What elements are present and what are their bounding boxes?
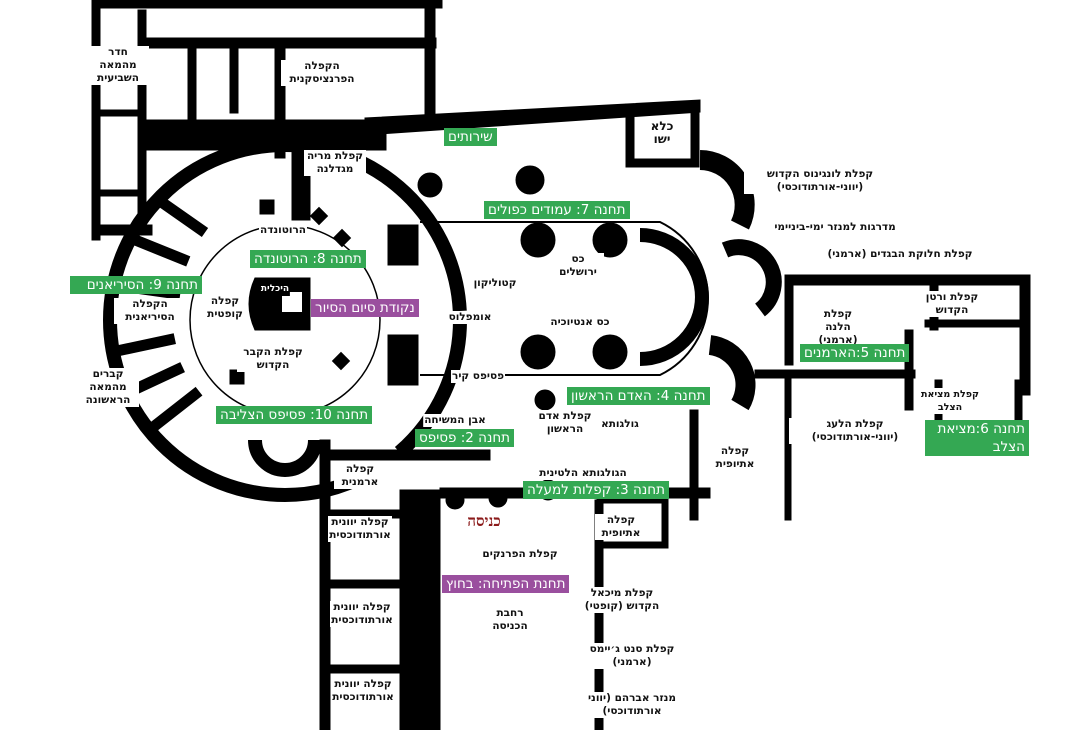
wall <box>145 37 437 49</box>
label-golgotha: גולגותא <box>600 418 640 431</box>
wall <box>91 0 101 241</box>
label-greek-orthodox-chapel-2: קפלה יוונית אורתודוכסית <box>330 601 394 627</box>
pillar <box>259 199 275 215</box>
entrance-label: כניסה <box>467 512 501 530</box>
pillar <box>387 334 419 386</box>
wall <box>91 109 143 117</box>
pillar <box>417 172 443 198</box>
label-7th-century-room: חדר מהמאה השביעית <box>87 46 149 85</box>
label-rotunda: הרוטונדה <box>258 224 308 237</box>
pillar <box>520 334 556 370</box>
wall <box>329 579 411 589</box>
wall <box>91 0 443 9</box>
label-omphalos: אומפלוס <box>447 311 493 324</box>
pillar <box>445 490 465 510</box>
label-first-century-tombs: קברים מהמאה הראשונה <box>77 368 139 407</box>
wall <box>91 224 153 236</box>
label-prison-of-christ: כלא ישו <box>643 120 681 146</box>
chapel-wall <box>699 150 755 230</box>
label-mary-magdalene-chapel: קפלת מריה מגדלנה <box>304 150 366 176</box>
toilets-tag[interactable]: שירותים <box>444 128 497 146</box>
wall <box>274 47 286 159</box>
label-armenian-chapel: קפלה ארמנית <box>334 463 386 489</box>
chapel-wall <box>708 335 756 411</box>
label-ethiopian-chapel-2: קפלה אתיופית <box>595 514 647 540</box>
wall <box>91 189 143 197</box>
wall <box>1014 379 1023 426</box>
label-entrance-plaza: רחבת הכניסה <box>484 607 536 633</box>
station-8[interactable]: תחנה 8: הרוטונדה <box>250 250 366 268</box>
pillar <box>520 222 556 258</box>
label-latin-golgotha: הגולגותא הלטינית <box>538 467 628 480</box>
station-3[interactable]: תחנה 3: קפלות למעלה <box>523 481 669 499</box>
wall <box>364 99 701 136</box>
label-helena-chapel: קפלת הלנה (ארמני) <box>812 308 864 347</box>
station-10[interactable]: תחנה 10: פסיפס הצליבה <box>216 406 373 424</box>
label-stone-of-anointing: אבן המשיחה <box>423 414 487 427</box>
wall <box>424 0 436 126</box>
label-jerusalem-throne: כס ירושלים <box>552 253 604 279</box>
label-division-of-robes-chapel: קפלת חלוקת הבגדים (ארמני) <box>826 248 974 261</box>
wall <box>137 9 147 231</box>
wall <box>754 369 916 379</box>
label-stairs-to-monastery: מדרגות למנזר ימי-ביניימי <box>773 221 897 234</box>
chapel-wall <box>248 439 322 477</box>
pillar <box>331 351 351 371</box>
label-derision-chapel: קפלת הלעג (יווני-אורתודוכסי) <box>789 418 921 444</box>
label-syriac-chapel: הקפלה הסיריאנית <box>114 298 186 324</box>
wall <box>319 449 491 461</box>
label-coptic-chapel: קפלה קופטית <box>201 295 249 321</box>
label-franks-chapel: קפלת הפרנקים <box>481 548 559 561</box>
label-greek-orthodox-chapel-1: קפלה יוונית אורתודוכסית <box>328 516 392 542</box>
pillar <box>515 165 545 195</box>
apse-wall <box>639 228 709 366</box>
label-franciscan-chapel: הקפלה הפרנציסקנית <box>281 60 363 86</box>
pillar <box>534 389 556 411</box>
label-aedicule: היכלית <box>259 283 291 296</box>
label-antioch-throne: כס אנטיוכיה <box>549 316 611 329</box>
label-ethiopian-chapel: קפלה אתיופית <box>709 445 761 471</box>
wall <box>319 439 331 730</box>
label-finding-cross-chapel: קפלת מציאת הצלב <box>914 388 986 414</box>
label-wall-mosaic: פסיפס קיר <box>451 370 505 383</box>
label-st-michael-chapel: קפלת מיכאל הקדוש (קופטי) <box>583 587 661 613</box>
label-st-james-chapel: קפלת סנט ג׳יימס (ארמני) <box>588 643 676 669</box>
station-9[interactable]: תחנה 9: הסיריאנים <box>70 276 202 294</box>
pillar <box>488 488 508 508</box>
chapel-wall <box>721 239 782 317</box>
label-catholicon: קטוליקון <box>472 277 518 290</box>
pillar <box>387 224 419 266</box>
wall <box>329 664 411 674</box>
pillar <box>592 334 628 370</box>
label-greek-orthodox-chapel-3: קפלה יוונית אורתודוכסית <box>331 678 395 704</box>
label-longinus-chapel: קפלת לונגינוס הקדוש (יווני-אורתודוכסי) <box>744 168 896 194</box>
wall <box>1019 274 1031 396</box>
wall <box>229 47 239 114</box>
wall <box>689 409 699 521</box>
pillar <box>592 222 628 258</box>
wall <box>399 489 441 730</box>
label-holy-sepulchre-chapel: קפלת הקבר הקדוש <box>237 346 309 372</box>
tour-end-point[interactable]: נקודת סיום הסיור <box>311 299 419 317</box>
station-6[interactable]: תחנה 6:מציאת הצלב <box>925 420 1029 456</box>
station-5[interactable]: תחנה 5:הארמנים <box>800 344 910 362</box>
wall <box>784 274 794 366</box>
pillar <box>309 206 329 226</box>
pillar <box>229 369 245 385</box>
station-4[interactable]: תחנה 4: האדם הראשון <box>567 387 710 405</box>
label-vartan-chapel: קפלת ורטן הקדוש <box>916 291 988 317</box>
wall <box>924 319 1026 328</box>
pillar <box>332 228 352 248</box>
station-opening[interactable]: תחנת הפתיחה: בחוץ <box>442 575 570 593</box>
label-adam-chapel: קפלת אדם הראשון <box>534 410 596 436</box>
station-2[interactable]: תחנה 2: פסיפס <box>415 429 515 447</box>
catholicon-outline <box>420 221 709 376</box>
station-7[interactable]: תחנה 7: עמודים כפולים <box>484 201 630 219</box>
wall <box>784 274 1031 286</box>
label-abraham-monastery: מנזר אברהם (יווני אורתודוכסי) <box>583 692 681 718</box>
prison-walls <box>625 103 700 168</box>
wall <box>784 369 792 521</box>
